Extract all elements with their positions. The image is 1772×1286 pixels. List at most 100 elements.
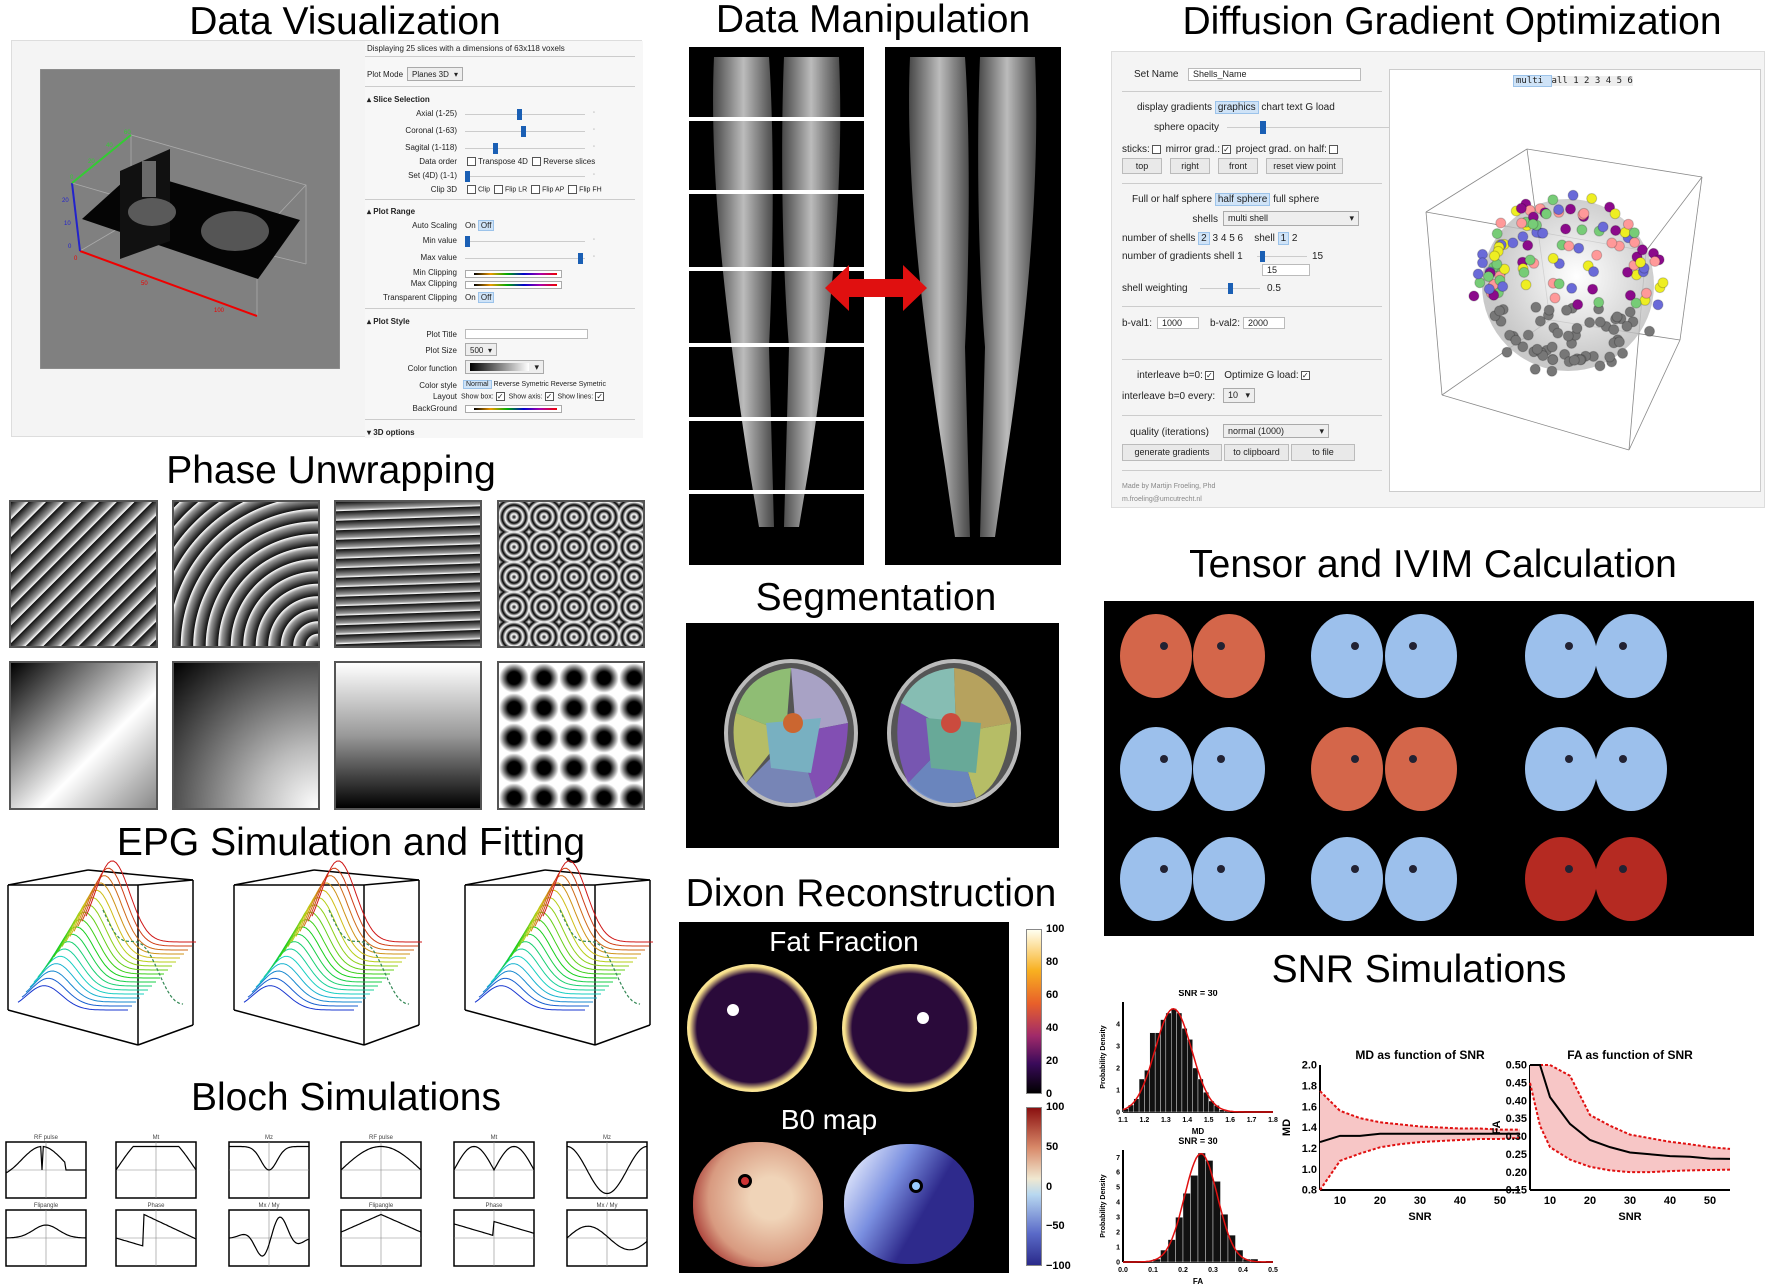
display-chart[interactable]: chart	[1261, 102, 1284, 113]
plot-size-dropdown[interactable]: 500	[465, 343, 497, 357]
top-view-button[interactable]: top	[1122, 158, 1162, 174]
num-gradients-slider[interactable]	[1257, 251, 1307, 262]
show-axis-checkbox[interactable]: ✓	[544, 392, 554, 401]
flip-lr-checkbox[interactable]	[494, 185, 504, 194]
flip-fh-checkbox[interactable]	[568, 185, 578, 194]
color-style-normal[interactable]: Normal	[463, 380, 492, 389]
min-value-slider[interactable]: ▫	[465, 236, 595, 247]
shell-tab-multi[interactable]: multi	[1513, 75, 1552, 87]
epg-fit-curve	[559, 909, 641, 1005]
num-shells-option[interactable]: 4	[1220, 233, 1227, 244]
slider-thumb[interactable]	[1228, 283, 1233, 294]
background-color[interactable]	[465, 405, 562, 413]
slider-thumb[interactable]	[521, 126, 527, 137]
fit-curve	[1123, 1153, 1273, 1263]
generate-gradients-button[interactable]: generate gradients	[1122, 444, 1222, 461]
slider-thumb[interactable]	[578, 253, 583, 264]
num-shells-option[interactable]: 6	[1237, 233, 1244, 244]
front-view-button[interactable]: front	[1218, 158, 1258, 174]
z-axis	[71, 182, 81, 252]
shell-tab-all[interactable]: all	[1551, 76, 1574, 86]
section-slice-selection[interactable]: ▴ Slice Selection	[367, 95, 430, 104]
show-box-checkbox[interactable]: ✓	[495, 392, 505, 401]
interleave-checkbox[interactable]: ✓	[1204, 370, 1214, 380]
shell-weighting-slider[interactable]	[1200, 283, 1260, 294]
transpose-checkbox[interactable]	[467, 157, 476, 167]
section-plot-range[interactable]: ▴ Plot Range	[367, 207, 416, 216]
display-gradients-label: display gradients	[1137, 102, 1213, 113]
section-3d-options[interactable]: ▾ 3D options	[367, 428, 415, 437]
reset-view-button[interactable]: reset view point	[1266, 158, 1343, 174]
color-style-reverse[interactable]: Reverse	[493, 381, 520, 388]
color-style-reverse-symetric[interactable]: Reverse Symetric	[550, 381, 606, 388]
slider-thumb[interactable]	[465, 171, 470, 182]
plot-title-input[interactable]	[465, 329, 588, 339]
coronal-slider[interactable]: ▫	[465, 126, 595, 137]
transparent-on[interactable]: On	[465, 293, 476, 302]
color-style-symetric[interactable]: Symetric	[521, 381, 549, 388]
reverse-checkbox[interactable]	[532, 157, 542, 167]
flip-ap-checkbox[interactable]	[531, 185, 541, 194]
max-value-slider[interactable]: ▫	[465, 253, 595, 264]
num-shells-option[interactable]: 2	[1198, 232, 1210, 245]
gradient-point	[1604, 351, 1616, 363]
optimize-checkbox[interactable]: ✓	[1300, 370, 1310, 380]
shell-option[interactable]: 1	[1277, 232, 1290, 245]
shell-tab-5[interactable]: 5	[1616, 76, 1628, 86]
color-function-dropdown[interactable]	[465, 360, 544, 374]
bval2-input[interactable]: 2000	[1243, 317, 1285, 329]
axial-slider[interactable]: ▫	[465, 109, 595, 120]
shell-tab-3[interactable]: 3	[1594, 76, 1606, 86]
to-file-button[interactable]: to file	[1291, 444, 1355, 461]
shell-tab-4[interactable]: 4	[1605, 76, 1617, 86]
bloch-plot: Mz	[566, 1135, 648, 1199]
plot-mode-dropdown[interactable]: Planes 3D	[407, 67, 463, 81]
right-view-button[interactable]: right	[1170, 158, 1210, 174]
slider-thumb[interactable]	[492, 143, 498, 154]
auto-scaling-on[interactable]: On	[465, 221, 476, 230]
sagital-slider[interactable]: ▫	[465, 143, 595, 154]
auto-scaling-off[interactable]: Off	[477, 220, 495, 231]
bval1-input[interactable]: 1000	[1157, 317, 1199, 329]
shells-dropdown[interactable]: multi shell	[1223, 211, 1359, 226]
bloch-plot-title: Phase	[485, 1203, 503, 1209]
full-sphere-option[interactable]: full sphere	[1273, 194, 1320, 205]
display-text[interactable]: text	[1286, 102, 1303, 113]
max-clipping-color[interactable]	[465, 281, 562, 289]
sphere-opacity-slider[interactable]	[1227, 121, 1392, 134]
shell-tab-1[interactable]: 1	[1573, 76, 1585, 86]
transparent-off[interactable]: Off	[477, 292, 495, 303]
shell-tab-6[interactable]: 6	[1627, 76, 1633, 86]
half-sphere-option[interactable]: half sphere	[1214, 193, 1271, 206]
num-shells-option[interactable]: 5	[1229, 233, 1235, 244]
tensor-map-low	[1595, 727, 1667, 811]
tensor-map-high	[1385, 727, 1457, 811]
set-name-input[interactable]: Shells_Name	[1188, 68, 1361, 81]
clip-checkbox[interactable]	[467, 185, 476, 194]
num-shells-option[interactable]: 3	[1212, 233, 1219, 244]
min-clipping-color[interactable]	[465, 270, 562, 278]
slider-thumb[interactable]	[516, 109, 522, 120]
gradient-point	[1576, 224, 1588, 236]
3d-viewport[interactable]: 0 50 100 0 10 20 0 20 40 60	[40, 69, 340, 369]
epg-curve	[311, 860, 422, 943]
slider-thumb[interactable]	[465, 236, 470, 247]
project-checkbox[interactable]	[1328, 144, 1338, 154]
mirror-checkbox[interactable]: ✓	[1222, 144, 1232, 154]
set4d-slider[interactable]: ▫	[465, 171, 595, 182]
slider-thumb[interactable]	[1260, 251, 1265, 262]
shell-tab-2[interactable]: 2	[1584, 76, 1595, 86]
shell-option[interactable]: 2	[1291, 233, 1298, 244]
to-clipboard-button[interactable]: to clipboard	[1224, 444, 1289, 461]
section-plot-style[interactable]: ▴ Plot Style	[367, 317, 410, 326]
show-lines-checkbox[interactable]: ✓	[595, 392, 605, 401]
slider-thumb[interactable]	[1260, 121, 1266, 134]
section-label: Plot Range	[373, 207, 416, 216]
quality-dropdown[interactable]: normal (1000)	[1223, 424, 1329, 438]
display-graphics[interactable]: graphics	[1214, 101, 1259, 114]
gradient-graphics-view[interactable]: multi all 1 2 3 4 5 6	[1389, 69, 1761, 492]
num-gradients-input[interactable]: 15	[1262, 264, 1310, 276]
sticks-checkbox[interactable]	[1151, 144, 1161, 154]
display-g-load[interactable]: G load	[1305, 102, 1335, 113]
interleave-every-dropdown[interactable]: 10	[1223, 388, 1255, 403]
